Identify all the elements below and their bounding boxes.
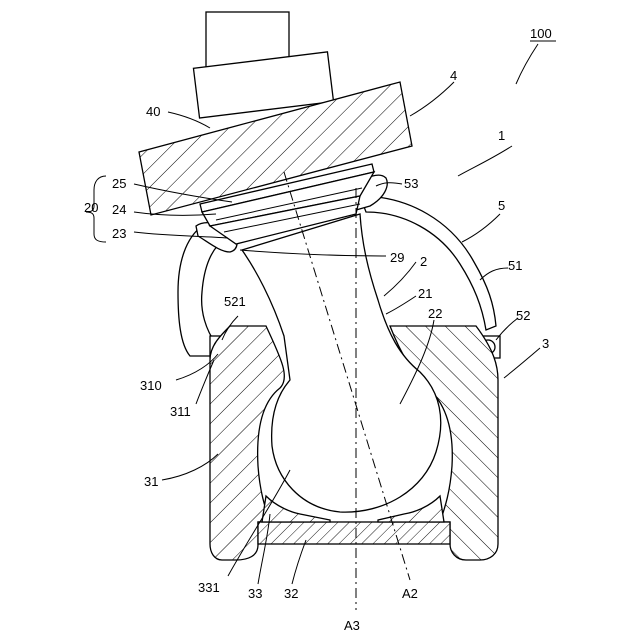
leader-4 [410, 82, 454, 116]
label-31: 31 [144, 474, 158, 489]
label-29: 29 [390, 250, 404, 265]
label-24: 24 [112, 202, 126, 217]
label-32: 32 [284, 586, 298, 601]
leader-5 [462, 214, 500, 242]
leader-51 [480, 268, 508, 280]
label-310: 310 [140, 378, 162, 393]
label-40: 40 [146, 104, 160, 119]
label-A2: A2 [402, 586, 418, 601]
leader-1 [458, 146, 512, 176]
label-100: 100 [530, 26, 552, 41]
label-521: 521 [224, 294, 246, 309]
label-33: 33 [248, 586, 262, 601]
nut-40 [193, 12, 333, 118]
label-2: 2 [420, 254, 427, 269]
label-53: 53 [404, 176, 418, 191]
label-52: 52 [516, 308, 530, 323]
label-3: 3 [542, 336, 549, 351]
housing-bottom-32 [258, 522, 450, 544]
leader-32 [292, 540, 306, 584]
label-51: 51 [508, 258, 522, 273]
label-5: 5 [498, 198, 505, 213]
leader-100 [516, 44, 538, 84]
leader-3 [504, 348, 540, 378]
label-25: 25 [112, 176, 126, 191]
label-22: 22 [428, 306, 442, 321]
leader-2 [384, 262, 416, 296]
label-311: 311 [170, 404, 191, 419]
label-A3: A3 [344, 618, 360, 633]
leader-21 [386, 296, 416, 314]
label-23: 23 [112, 226, 126, 241]
label-331: 331 [198, 580, 220, 595]
label-21: 21 [418, 286, 432, 301]
label-4: 4 [450, 68, 457, 83]
label-20: 20 [84, 200, 98, 215]
label-1: 1 [498, 128, 505, 143]
